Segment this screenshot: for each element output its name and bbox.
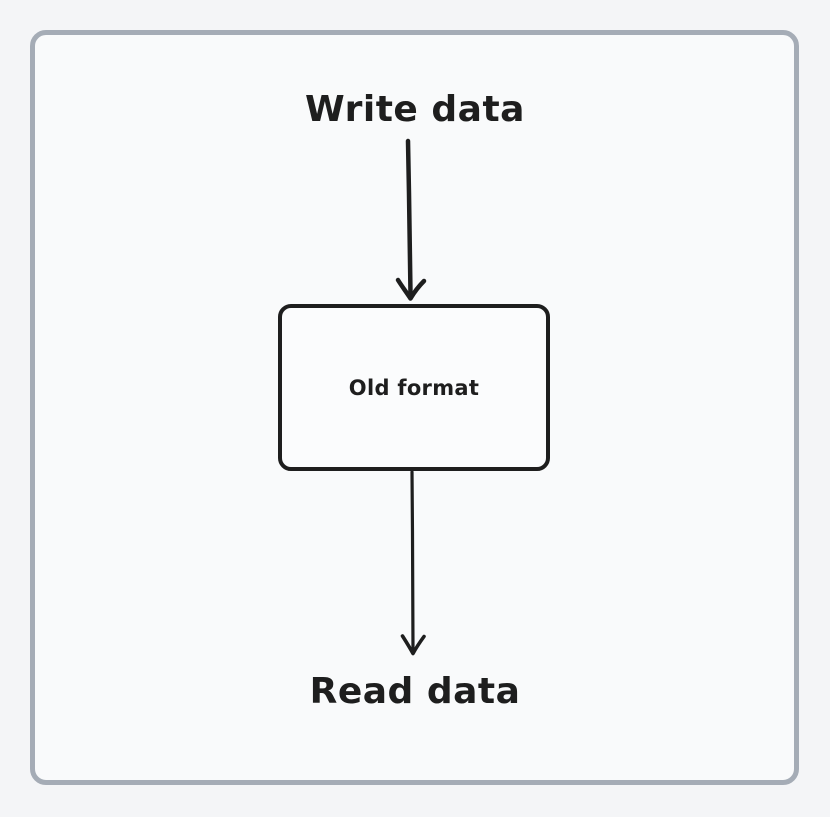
write-data-label: Write data (305, 89, 525, 130)
read-data-label: Read data (309, 671, 521, 712)
old-format-node-label: Old format (348, 375, 480, 400)
old-format-node: Old format (278, 304, 550, 471)
